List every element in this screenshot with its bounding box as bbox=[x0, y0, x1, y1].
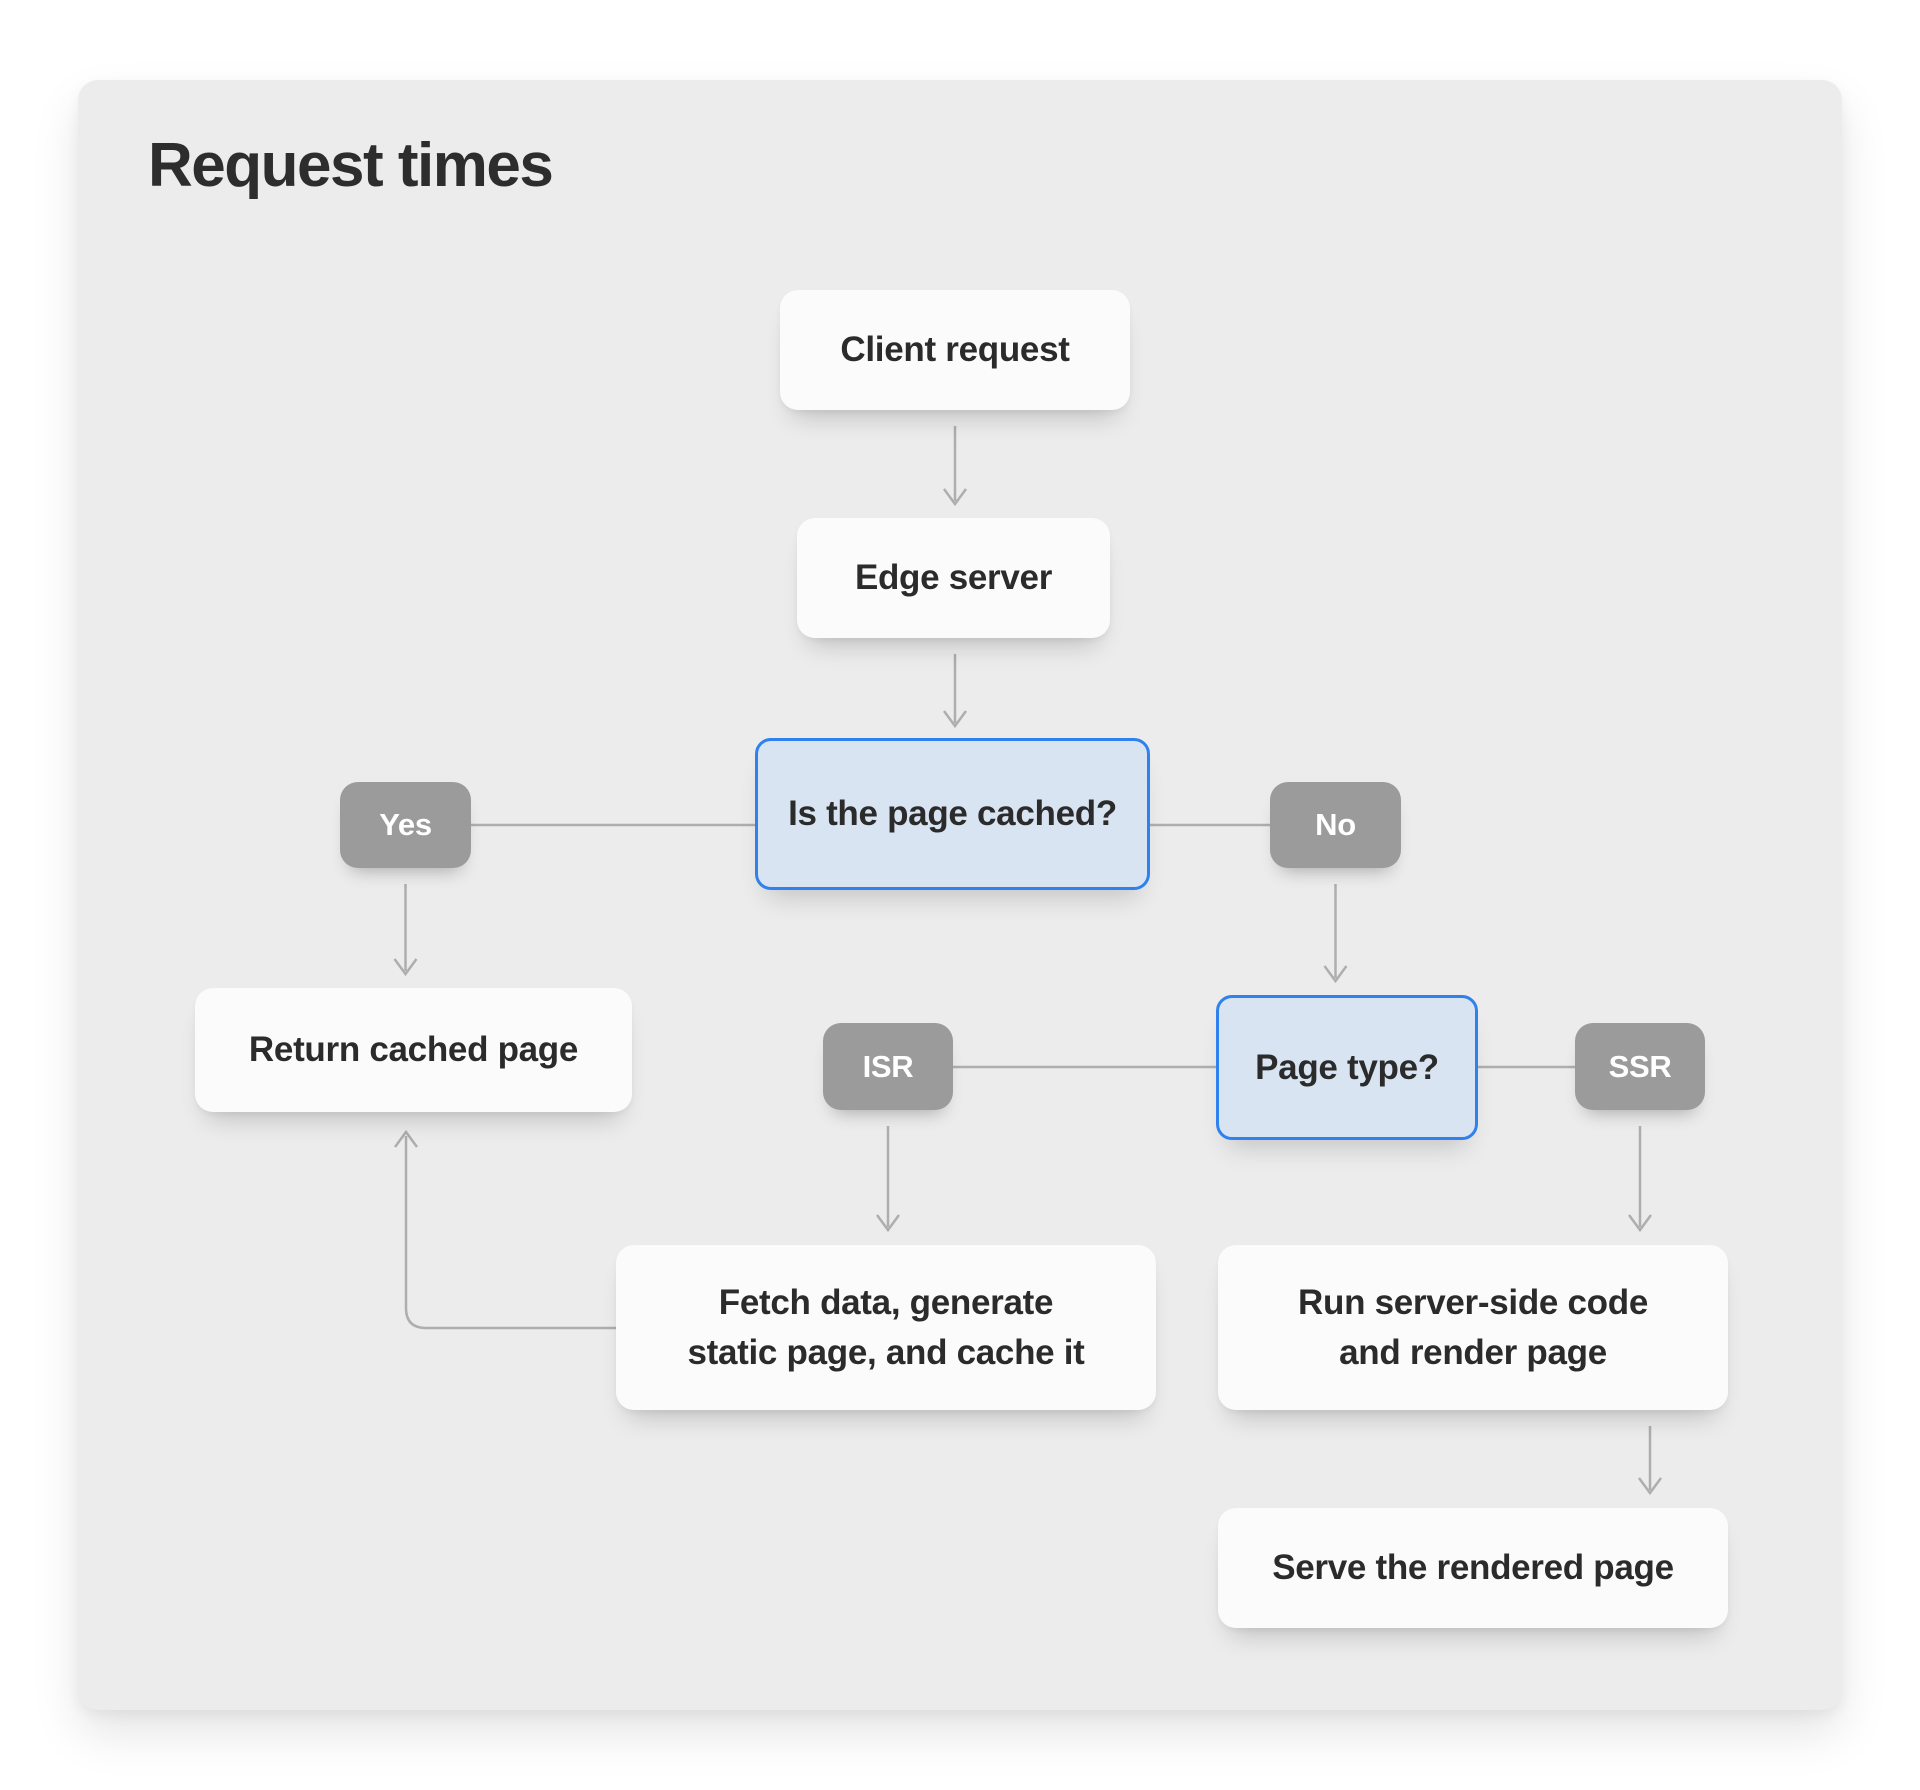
node-is-page-cached: Is the page cached? bbox=[755, 738, 1150, 890]
arrow-isr-to-fetch bbox=[875, 1126, 901, 1233]
label-ssr: SSR bbox=[1575, 1023, 1705, 1110]
label-no: No bbox=[1270, 782, 1401, 868]
label-ssr-text: SSR bbox=[1608, 1048, 1672, 1084]
arrow-run-to-serve bbox=[1637, 1426, 1663, 1496]
node-client-request: Client request bbox=[780, 290, 1130, 410]
node-serve-rendered-page: Serve the rendered page bbox=[1218, 1508, 1728, 1628]
arrow-edge-to-cached bbox=[942, 654, 968, 729]
arrow-no-to-pagetype bbox=[1323, 884, 1348, 984]
node-return-cached-page-label: Return cached page bbox=[248, 1030, 579, 1070]
node-fetch-generate-cache: Fetch data, generate static page, and ca… bbox=[616, 1245, 1156, 1410]
arrow-client-to-edge bbox=[942, 426, 968, 507]
label-yes: Yes bbox=[340, 782, 471, 868]
page-title: Request times bbox=[148, 131, 554, 200]
node-client-request-label: Client request bbox=[840, 330, 1070, 370]
label-no-text: No bbox=[1315, 807, 1356, 842]
node-serve-rendered-page-label: Serve the rendered page bbox=[1272, 1548, 1674, 1588]
node-run-server-side-label: Run server-side code and render page bbox=[1298, 1282, 1648, 1372]
label-isr: ISR bbox=[823, 1023, 953, 1110]
node-run-server-side: Run server-side code and render page bbox=[1218, 1245, 1728, 1410]
node-page-type-label: Page type? bbox=[1255, 1047, 1439, 1087]
node-edge-server: Edge server bbox=[797, 518, 1110, 638]
diagram-card: Request times bbox=[78, 80, 1842, 1710]
arrow-yes-to-return bbox=[393, 884, 418, 977]
node-edge-server-label: Edge server bbox=[854, 558, 1053, 598]
node-fetch-generate-cache-label: Fetch data, generate static page, and ca… bbox=[687, 1282, 1085, 1372]
label-isr-text: ISR bbox=[862, 1048, 914, 1084]
arrow-fetch-loop-to-return bbox=[393, 1129, 616, 1330]
node-is-page-cached-label: Is the page cached? bbox=[788, 794, 1117, 833]
label-yes-text: Yes bbox=[379, 807, 432, 842]
node-return-cached-page: Return cached page bbox=[195, 988, 632, 1112]
node-page-type: Page type? bbox=[1216, 995, 1478, 1140]
arrow-ssr-to-run bbox=[1627, 1126, 1653, 1233]
